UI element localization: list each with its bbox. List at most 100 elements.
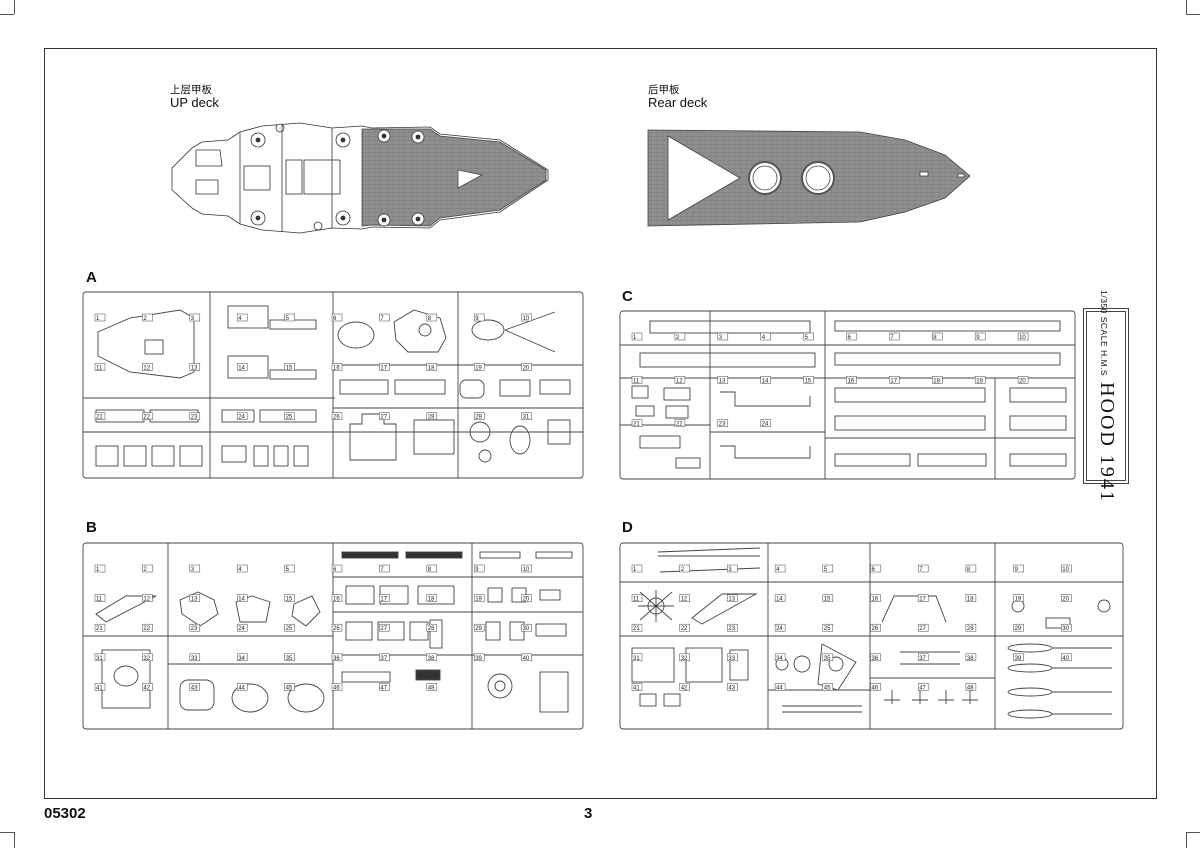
part-number: 39 <box>1015 656 1022 662</box>
crop-mark-bottom-left-v <box>14 832 15 848</box>
part-number: 32 <box>143 656 150 662</box>
part-number: 29 <box>475 626 482 632</box>
part-number: 7 <box>919 567 923 573</box>
part-number: 46 <box>333 685 340 691</box>
part-number-box <box>142 564 153 573</box>
part-number-box <box>727 683 738 691</box>
part-number-box <box>965 594 977 602</box>
part-number: 23 <box>191 626 198 632</box>
part-number: 14 <box>238 365 245 371</box>
page-number: 3 <box>584 805 593 822</box>
part-number: 2 <box>676 335 680 341</box>
up-deck-drawing <box>171 122 549 234</box>
part-number-box <box>727 564 738 573</box>
part-number-box <box>1013 653 1024 662</box>
part-number: 14 <box>776 597 783 603</box>
part-number-box <box>631 332 643 341</box>
sprue-b-letter: B <box>86 519 97 536</box>
part-number-box <box>631 594 643 602</box>
part-number-box <box>142 623 153 632</box>
part-number: 16 <box>333 597 340 603</box>
part-number: 23 <box>728 626 735 632</box>
part-number: 47 <box>919 685 926 691</box>
part-number-box <box>142 313 153 322</box>
part-number-box <box>965 564 977 573</box>
part-number: 2 <box>681 567 685 573</box>
part-number-box <box>236 363 248 371</box>
part-number: 13 <box>728 597 735 603</box>
part-number-box <box>331 653 343 662</box>
part-number: 25 <box>824 626 831 632</box>
part-number: 21 <box>96 415 103 421</box>
part-number-box <box>142 363 153 371</box>
part-number-box <box>331 313 343 322</box>
part-number: 24 <box>238 415 245 421</box>
part-number: 44 <box>776 685 783 691</box>
part-number: 38 <box>967 656 974 662</box>
part-number: 19 <box>475 597 482 603</box>
part-number: 33 <box>728 656 735 662</box>
part-number: 33 <box>191 656 198 662</box>
part-number-box <box>189 683 201 691</box>
part-number: 13 <box>191 597 198 603</box>
part-number-box <box>331 594 343 602</box>
part-number-box <box>917 653 929 662</box>
part-number-box <box>331 623 343 632</box>
part-number-box <box>822 683 834 691</box>
part-number-box <box>1013 594 1024 602</box>
part-number-box <box>774 683 786 691</box>
sprue-b-drawing <box>82 542 584 730</box>
part-number-box <box>631 419 643 427</box>
part-number-box <box>521 623 532 632</box>
part-number-box <box>473 313 485 322</box>
part-number-box <box>142 683 153 691</box>
part-number: 19 <box>475 365 482 371</box>
part-number: 4 <box>762 335 766 341</box>
part-number: 17 <box>380 597 387 603</box>
part-number-box <box>631 653 643 662</box>
scale-label: 1/350 SCALE H.M.S <box>1098 289 1109 376</box>
part-number: 45 <box>824 685 831 691</box>
part-number: 43 <box>191 685 198 691</box>
part-number: 29 <box>1015 626 1022 632</box>
part-number: 8 <box>933 335 937 341</box>
part-number-box <box>473 653 485 662</box>
sprue-d-letter: D <box>622 519 633 536</box>
part-number-box <box>236 594 248 602</box>
part-number-box <box>846 376 857 384</box>
part-number-box <box>473 412 485 420</box>
part-number: 20 <box>523 597 530 603</box>
part-number-box <box>917 564 929 573</box>
part-number-box <box>965 683 977 691</box>
part-number-box <box>679 683 690 691</box>
part-number-box <box>473 623 485 632</box>
part-number-box <box>870 653 881 662</box>
part-number: 40 <box>523 656 530 662</box>
part-number-box <box>774 564 786 573</box>
part-number-box <box>284 313 295 322</box>
part-number-box <box>331 412 343 420</box>
part-number: 24 <box>762 422 769 428</box>
part-number: 28 <box>967 626 974 632</box>
part-number: 46 <box>872 685 879 691</box>
part-number-box <box>236 653 248 662</box>
part-number: 25 <box>286 626 293 632</box>
part-number-box <box>674 332 686 341</box>
part-number: 43 <box>728 685 735 691</box>
part-number-box <box>1017 376 1029 384</box>
part-number: 24 <box>776 626 783 632</box>
part-number: 20 <box>1019 378 1026 384</box>
part-number: 27 <box>380 626 387 632</box>
part-number-box <box>717 332 729 341</box>
part-number-box <box>284 594 295 602</box>
part-number-box <box>932 376 943 384</box>
part-number-box <box>426 412 438 420</box>
part-number-box <box>631 564 643 573</box>
part-number-box <box>379 594 390 602</box>
part-number: 8 <box>428 567 432 573</box>
part-number: 27 <box>919 626 926 632</box>
part-number-box <box>94 412 106 420</box>
part-number-box <box>94 623 106 632</box>
